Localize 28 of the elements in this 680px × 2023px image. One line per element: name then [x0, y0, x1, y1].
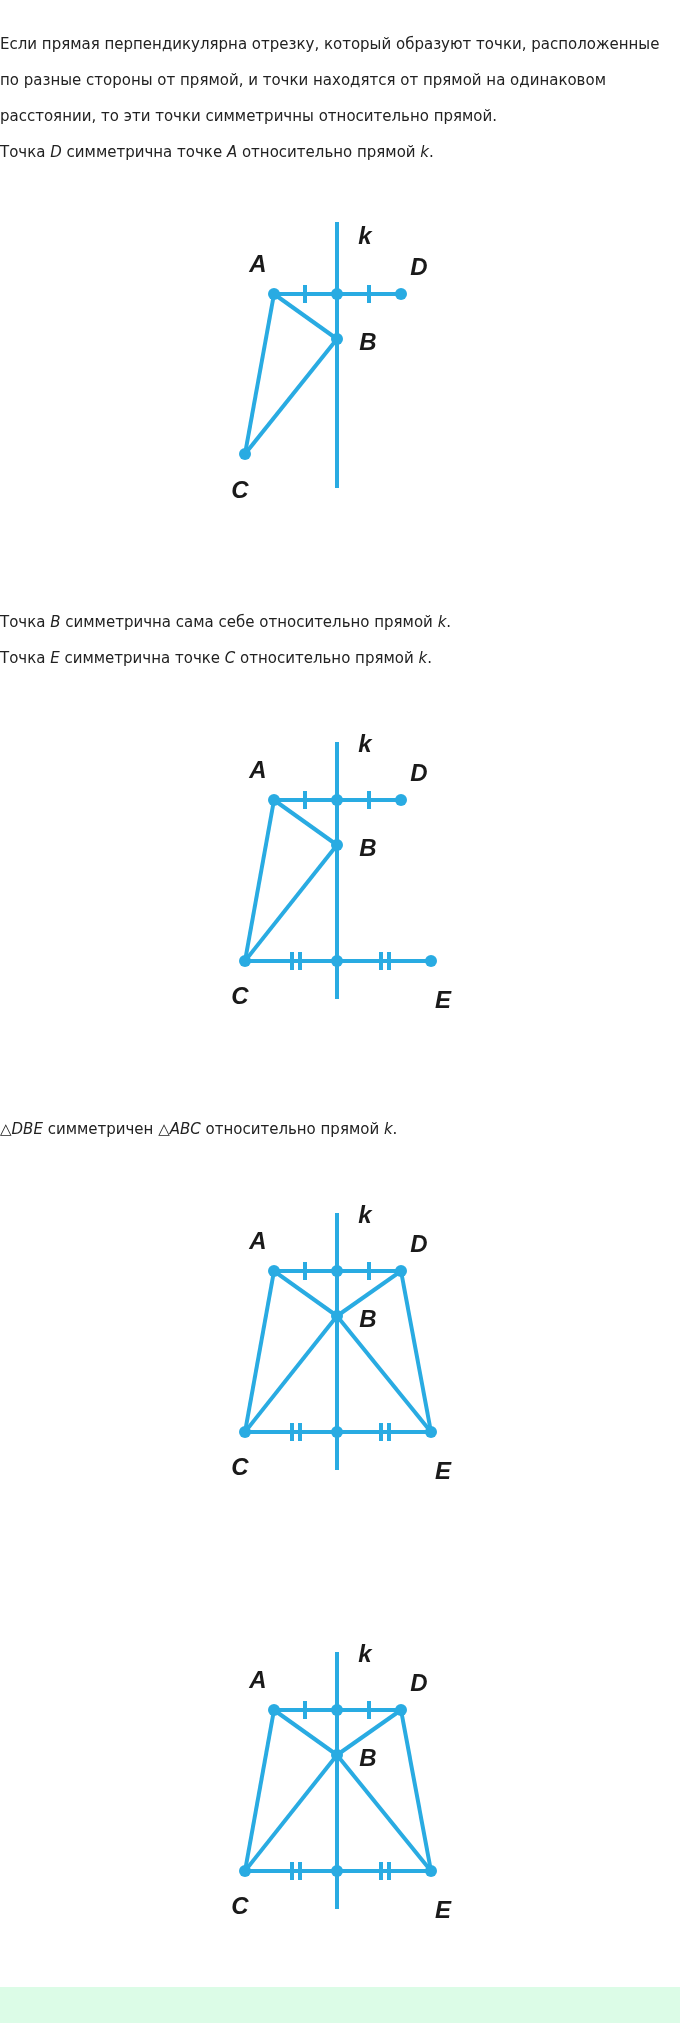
point-label: k [358, 1202, 372, 1228]
point-label: C [231, 1454, 249, 1480]
point-label: k [358, 731, 372, 757]
point-label: D [410, 1670, 428, 1696]
point-label: B [359, 835, 377, 861]
point-label: A [249, 757, 267, 783]
point-label: E [435, 987, 451, 1013]
point-label: D [410, 760, 428, 786]
point-label: D [410, 1231, 428, 1257]
point-label: B [359, 1745, 377, 1771]
text-paragraph: △DBE симметричен △ABC относительно прямой k. [0, 1119, 399, 1140]
point-label: B [359, 329, 377, 355]
text-paragraph: Если прямая перпендикулярна отрезку, который образуют точки, расположенные по разные стороны от прямой, и точки находятся от прямой на одинаковом расстоянии, то эти точки симметричны относительно прямой. [0, 34, 661, 127]
point-label: k [358, 1641, 372, 1667]
text-paragraph: Точка E симметрична точке C относительно прямой k. [0, 648, 433, 669]
text-paragraph: Точка D симметрична точке A относительно прямой k. [0, 142, 435, 163]
point-label: E [435, 1897, 451, 1923]
point-label: C [231, 1893, 249, 1919]
point-label: C [231, 477, 249, 503]
text-paragraph: Точка B симметрична сама себе относительно прямой k. [0, 612, 453, 633]
point-label: B [359, 1306, 377, 1332]
point-label: E [435, 1458, 451, 1484]
point-label: A [249, 251, 267, 277]
point-label: D [410, 254, 428, 280]
point-label: A [249, 1667, 267, 1693]
point-label: k [358, 223, 372, 249]
point-label: C [231, 983, 249, 1009]
point-label: A [249, 1228, 267, 1254]
